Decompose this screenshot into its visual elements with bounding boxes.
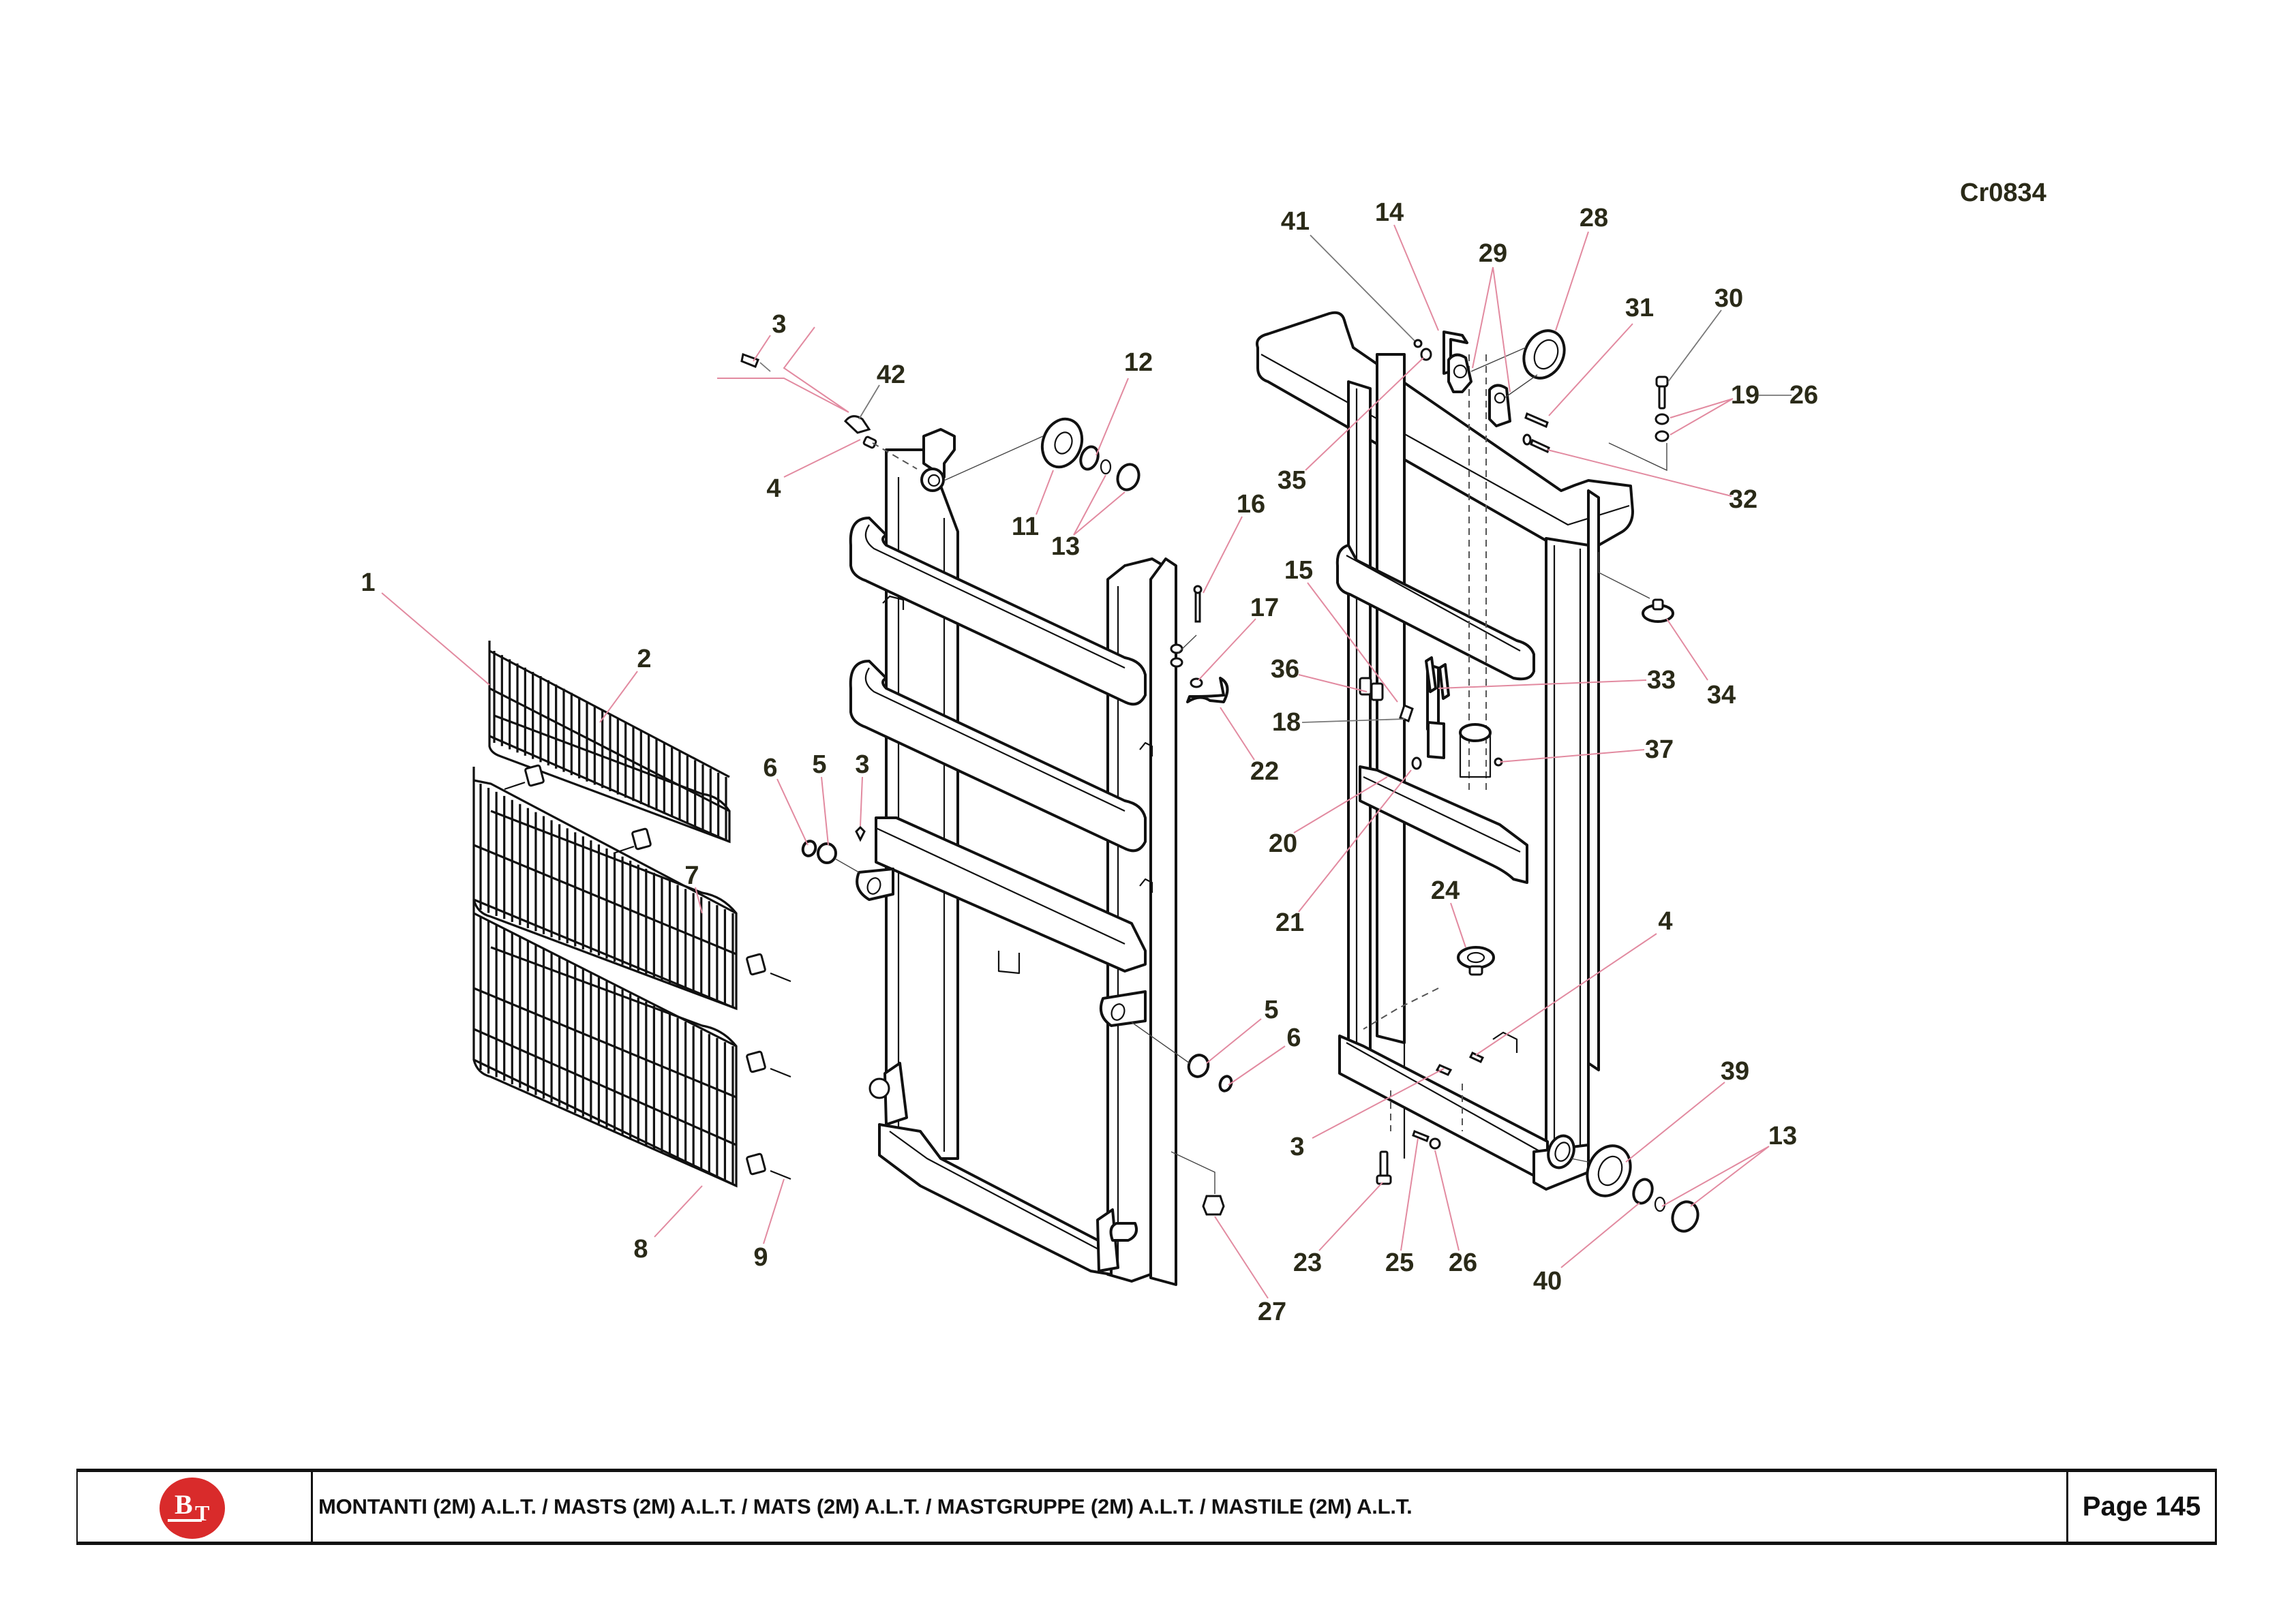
callout-c32: 32 <box>1728 485 1758 514</box>
callout-c34: 34 <box>1706 681 1736 709</box>
callout-c15: 15 <box>1284 556 1314 585</box>
drawing-code: Cr0834 <box>1960 179 2046 207</box>
callout-c30: 30 <box>1714 284 1744 313</box>
callout-c21: 21 <box>1275 908 1305 937</box>
callout-c7: 7 <box>684 861 699 890</box>
callout-c11: 11 <box>1011 512 1040 541</box>
grille-guard-bottom <box>472 900 738 1188</box>
callout-c3c: 3 <box>1290 1133 1305 1161</box>
inner-mast-small-parts <box>740 352 1233 1216</box>
title-cell: MONTANTI (2M) A.L.T. / MASTS (2M) A.L.T.… <box>313 1472 2066 1542</box>
callout-c13a: 13 <box>1051 532 1081 561</box>
callout-c31: 31 <box>1625 294 1655 322</box>
leader-lines <box>381 224 1792 1299</box>
callout-c23: 23 <box>1293 1249 1323 1277</box>
bt-logo: B T <box>160 1478 225 1539</box>
callout-c5a: 5 <box>812 750 827 779</box>
callout-c18: 18 <box>1271 708 1301 737</box>
logo-underline <box>168 1519 202 1522</box>
callout-c12: 12 <box>1123 348 1153 377</box>
outer-mast-small-parts <box>1359 329 1700 1233</box>
title-block: B T MONTANTI (2M) A.L.T. / MASTS (2M) A.… <box>76 1469 2217 1545</box>
callout-c33: 33 <box>1646 666 1676 694</box>
callout-c16: 16 <box>1236 490 1266 519</box>
callout-c6b: 6 <box>1286 1024 1301 1052</box>
callout-c27: 27 <box>1257 1298 1287 1326</box>
callout-c6a: 6 <box>763 754 778 782</box>
callout-c28: 28 <box>1579 204 1609 232</box>
callout-c13b: 13 <box>1768 1122 1798 1150</box>
callout-c36: 36 <box>1270 655 1300 684</box>
logo-circle <box>160 1478 225 1539</box>
callout-c14: 14 <box>1374 198 1404 227</box>
logo-letter-b: B <box>175 1489 193 1520</box>
callout-c37: 37 <box>1644 735 1674 764</box>
page-cell: Page 145 <box>2066 1472 2215 1542</box>
callout-c5b: 5 <box>1264 996 1279 1024</box>
callout-c40: 40 <box>1532 1267 1562 1296</box>
callout-c22: 22 <box>1250 757 1280 786</box>
callout-c29: 29 <box>1478 239 1508 268</box>
callout-c3b: 3 <box>855 750 870 779</box>
inner-mast <box>849 428 1177 1286</box>
callout-c25: 25 <box>1385 1249 1415 1277</box>
callout-c19: 19 <box>1730 381 1760 410</box>
callout-c4a: 4 <box>766 474 781 503</box>
callout-c9: 9 <box>753 1243 768 1272</box>
callout-c2: 2 <box>637 645 652 673</box>
callout-c17: 17 <box>1250 594 1280 622</box>
callout-c24: 24 <box>1430 876 1460 905</box>
callout-c1: 1 <box>361 568 376 597</box>
section-title: MONTANTI (2M) A.L.T. / MASTS (2M) A.L.T.… <box>318 1495 1413 1518</box>
page-number: Page 145 <box>2082 1491 2201 1522</box>
logo-cell: B T <box>78 1472 313 1542</box>
callout-c26b: 26 <box>1448 1249 1478 1277</box>
callout-c3a: 3 <box>772 310 787 339</box>
grille-guard-middle <box>472 767 738 1011</box>
callout-c39: 39 <box>1720 1057 1750 1086</box>
grille-clips <box>504 764 791 1180</box>
callout-c35: 35 <box>1277 466 1307 495</box>
callout-c20: 20 <box>1268 829 1298 858</box>
callout-c8: 8 <box>633 1235 648 1264</box>
outer-mast <box>1256 311 1634 1191</box>
callout-c26a: 26 <box>1789 381 1819 410</box>
callout-c42: 42 <box>876 361 906 389</box>
callout-c41: 41 <box>1280 207 1310 236</box>
grille-guard-top <box>488 641 731 844</box>
callout-c4b: 4 <box>1658 907 1673 936</box>
